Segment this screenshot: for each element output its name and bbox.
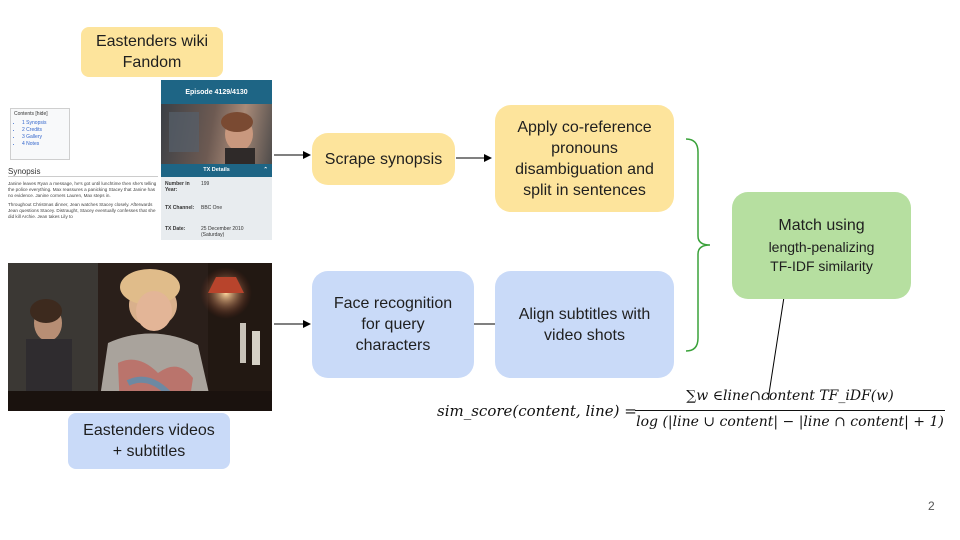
- wiki-infobox: Episode 4129/4130 TX Details ⌃ Number in…: [161, 80, 272, 240]
- wiki-contents-title: Contents [hide]: [14, 111, 48, 117]
- step-coref-label: Apply co-reference pronouns disambiguati…: [515, 118, 654, 199]
- wiki-tx-value: 25 December 2010 (Saturday): [201, 226, 244, 238]
- wiki-tx-value: 199: [201, 181, 210, 187]
- step-match-line3: TF-IDF similarity: [770, 258, 873, 274]
- wiki-tx-key: TX Channel:: [165, 205, 195, 211]
- line-match-to-formula: [767, 296, 785, 401]
- wiki-source-label: Eastenders wiki Fandom: [81, 27, 223, 77]
- formula-fraction-bar: [635, 410, 945, 411]
- wiki-synopsis-heading: Synopsis: [8, 168, 158, 177]
- wiki-tx-row: Number in Year: 199: [165, 181, 261, 193]
- step-match: Match using length-penalizing TF-IDF sim…: [732, 192, 911, 299]
- wiki-contents-item[interactable]: 3 Gallery: [22, 134, 66, 141]
- wiki-tx-value: BBC One: [201, 205, 223, 211]
- wiki-tx-header[interactable]: TX Details ⌃: [161, 164, 272, 177]
- video-source-label: Eastenders videos + subtitles: [68, 413, 230, 469]
- similarity-formula: sim_score(content, line) = ∑w ∈line∩cont…: [437, 388, 947, 438]
- step-match-line2: length-penalizing: [768, 239, 875, 255]
- wiki-screenshot: Contents [hide] 1 Synopsis 2 Credits 3 G…: [8, 80, 272, 240]
- step-coreference: Apply co-reference pronouns disambiguati…: [495, 105, 674, 212]
- wiki-tx-key: TX Date:: [165, 226, 186, 232]
- step-align-subtitles: Align subtitles with video shots: [495, 271, 674, 378]
- wiki-episode-title: Episode 4129/4130: [161, 80, 272, 104]
- step-face-label: Face recognition for query characters: [333, 295, 453, 354]
- step-match-line1: Match using: [778, 217, 865, 234]
- formula-denominator: log (|line ∪ content| − |line ∩ content|…: [636, 414, 944, 430]
- wiki-tx-row: TX Date: 25 December 2010 (Saturday): [165, 226, 261, 238]
- wiki-tx-row: TX Channel: BBC One: [165, 205, 261, 211]
- video-still-icon: [8, 263, 272, 411]
- wiki-contents-item[interactable]: 1 Synopsis: [22, 120, 66, 127]
- brace: [685, 138, 711, 352]
- wiki-episode-image: [161, 104, 272, 164]
- wiki-tx-header-label: TX Details: [203, 167, 230, 173]
- chevron-up-icon[interactable]: ⌃: [263, 167, 268, 173]
- step-scrape-label: Scrape synopsis: [324, 150, 443, 168]
- formula-numerator: ∑w ∈line∩content TF_iDF(w): [686, 388, 894, 404]
- wiki-synopsis-text: Janine leaves Ryan a message, he's got u…: [8, 181, 158, 220]
- wiki-contents-box: Contents [hide] 1 Synopsis 2 Credits 3 G…: [10, 108, 70, 160]
- step-face-recognition: Face recognition for query characters: [312, 271, 474, 378]
- wiki-contents-item[interactable]: 4 Notes: [22, 141, 66, 148]
- wiki-contents-item[interactable]: 2 Credits: [22, 127, 66, 134]
- wiki-tx-key: Number in Year:: [165, 181, 190, 193]
- step-scrape-synopsis: Scrape synopsis: [312, 133, 455, 185]
- page-number: 2: [928, 499, 935, 513]
- step-align-label: Align subtitles with video shots: [518, 305, 651, 344]
- episode-still-icon: [169, 112, 255, 164]
- formula-lhs: sim_score(content, line) =: [437, 402, 637, 420]
- wiki-synopsis-paragraph: Throughout Christmas dinner, Jean watche…: [8, 202, 156, 219]
- video-frame: [8, 263, 272, 411]
- wiki-synopsis-paragraph: Janine leaves Ryan a message, he's got u…: [8, 181, 157, 198]
